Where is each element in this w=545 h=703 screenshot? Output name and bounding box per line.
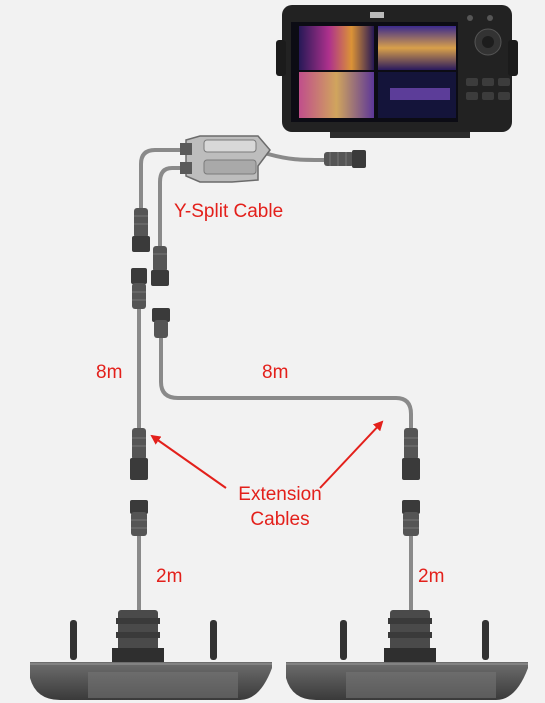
- extension-cables-line1: Extension: [238, 484, 322, 505]
- right-extension-top-plug: [152, 308, 170, 338]
- left-extension-top-plug: [131, 268, 147, 309]
- y-split-left-plug: [132, 208, 150, 252]
- y-split-connector: [180, 135, 271, 183]
- arrow-to-right-extension: [319, 420, 384, 489]
- y-split-left-branch: [139, 148, 188, 212]
- arrow-to-left-extension: [150, 434, 227, 489]
- cable-runs: [137, 148, 413, 620]
- y-split-right-branch: [158, 166, 188, 250]
- left-transducer-length-label: 2m: [156, 566, 183, 587]
- right-transducer-plug: [402, 500, 420, 536]
- right-transducer-length-label: 2m: [418, 566, 445, 587]
- right-extension-bottom-plug: [402, 428, 420, 480]
- right-extension-length-label: 8m: [262, 362, 289, 383]
- chartplotter-display-icon: [276, 5, 518, 138]
- display-connector: [324, 150, 366, 168]
- left-extension-length-label: 8m: [96, 362, 123, 383]
- left-extension-bottom-plug: [130, 428, 148, 480]
- right-extension-cable: [159, 334, 413, 432]
- display-cable: [266, 152, 326, 162]
- left-transducer: [30, 610, 272, 700]
- y-split-cable-label: Y-Split Cable: [174, 201, 284, 222]
- left-transducer-plug: [130, 500, 148, 536]
- extension-cables-label: Extension Cables: [228, 482, 332, 532]
- right-transducer: [286, 610, 528, 700]
- y-split-right-plug: [151, 246, 169, 286]
- extension-cables-line2: Cables: [250, 509, 310, 530]
- red-arrow-icon: [150, 420, 384, 489]
